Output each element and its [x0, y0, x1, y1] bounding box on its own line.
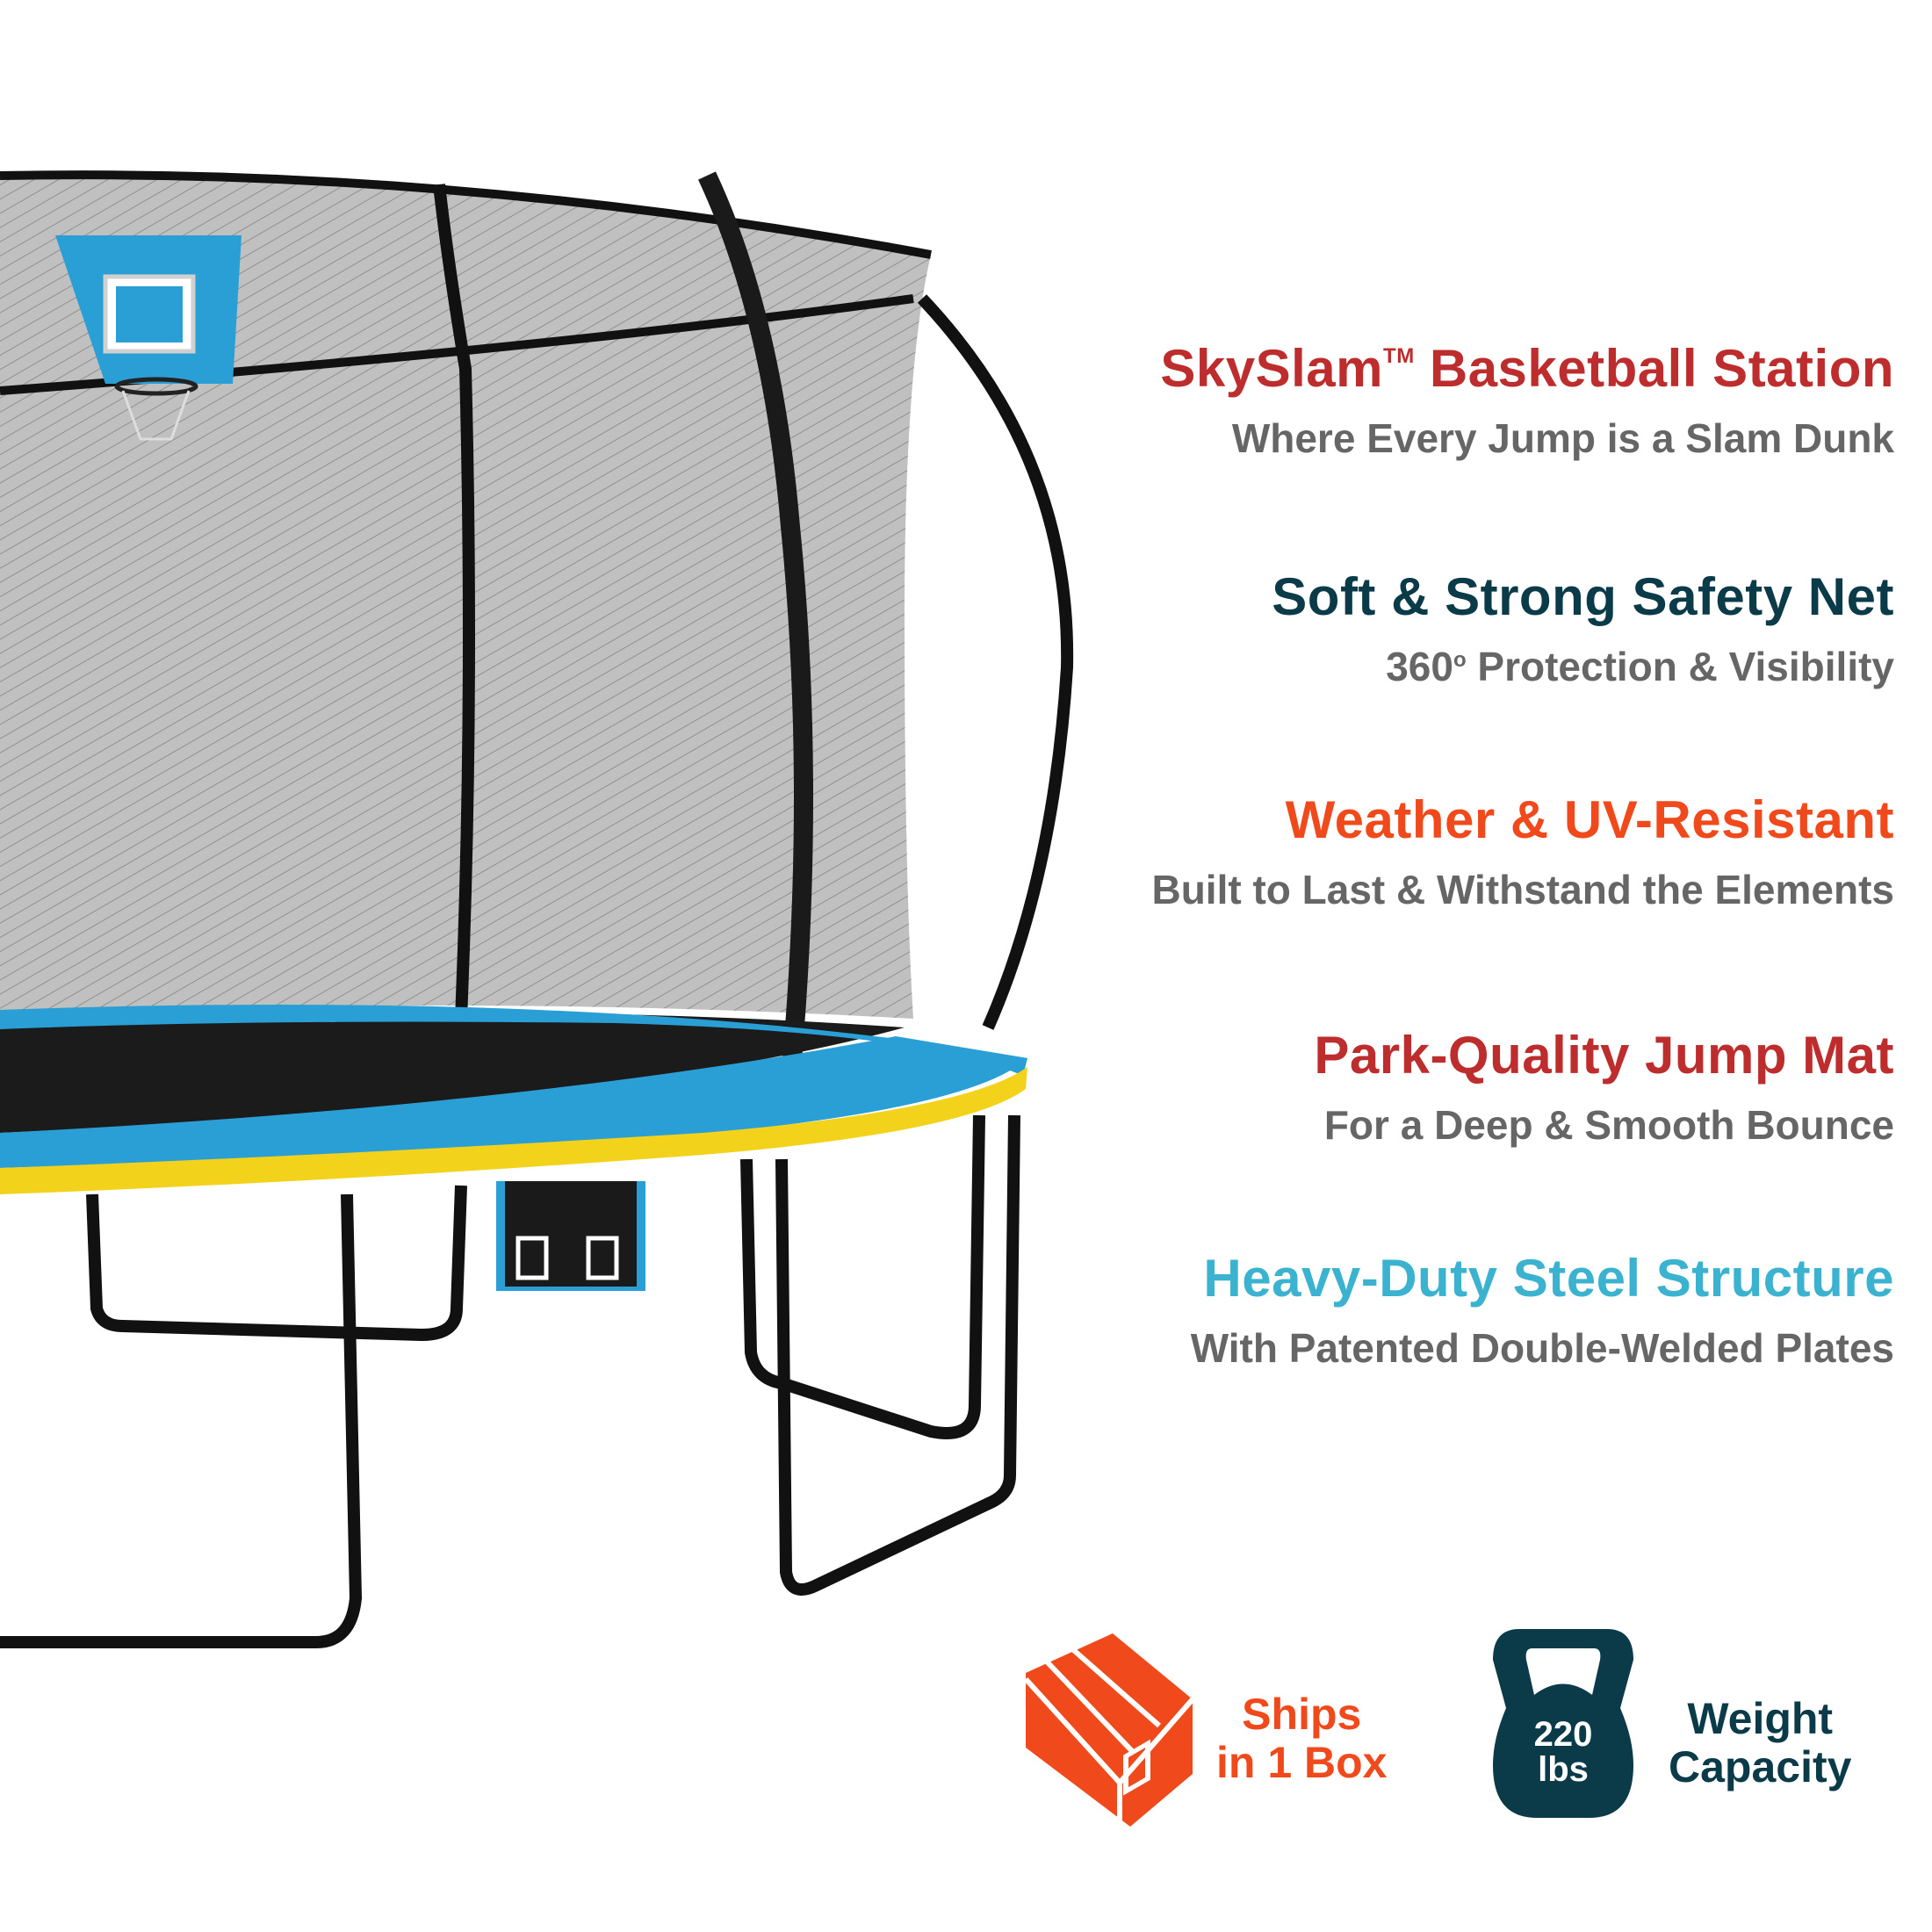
feature-jump-mat: Park-Quality Jump Mat For a Deep & Smoot…	[1314, 1026, 1894, 1148]
ships-line2: in 1 Box	[1216, 1738, 1388, 1787]
ships-badge-text: Ships in 1 Box	[1216, 1690, 1387, 1787]
feature-title: Heavy-Duty Steel Structure	[1203, 1249, 1894, 1308]
feature-weather-resistant: Weather & UV-Resistant Built to Last & W…	[1151, 790, 1894, 912]
feature-title: Weather & UV-Resistant	[1285, 790, 1894, 849]
weight-line2: Capacity	[1669, 1742, 1852, 1791]
feature-title: Park-Quality Jump Mat	[1314, 1026, 1894, 1085]
jump-mat	[0, 1012, 905, 1133]
feature-subtitle: Where Every Jump is a Slam Dunk	[1231, 415, 1894, 461]
feature-safety-net: Soft & Strong Safety Net 360o Protection…	[1272, 567, 1894, 689]
net-pole	[917, 294, 1074, 1030]
steel-legs	[0, 1114, 1020, 1648]
basketball-station	[55, 235, 242, 441]
feature-subtitle: With Patented Double-Welded Plates	[1190, 1325, 1894, 1371]
kettlebell-icon	[1493, 1629, 1633, 1818]
box-icon	[1023, 1633, 1195, 1831]
feature-title: Soft & Strong Safety Net	[1272, 567, 1894, 626]
feature-subtitle: Built to Last & Withstand the Elements	[1151, 867, 1894, 912]
feature-title: SkySlamTM Basketball Station	[1160, 339, 1894, 398]
phone-pouch	[496, 1181, 645, 1291]
feature-steel-structure: Heavy-Duty Steel Structure With Patented…	[1190, 1249, 1894, 1371]
feature-subtitle: 360o Protection & Visibility	[1386, 644, 1894, 689]
ships-line1: Ships	[1242, 1690, 1362, 1739]
feature-basketball-station: SkySlamTM Basketball Station Where Every…	[1160, 339, 1894, 461]
weight-badge-text: Weight Capacity	[1669, 1695, 1851, 1791]
net-pole	[433, 184, 475, 1020]
feature-subtitle: For a Deep & Smooth Bounce	[1323, 1102, 1894, 1148]
net-pole	[698, 171, 813, 1081]
weight-line1: Weight	[1687, 1694, 1834, 1743]
weight-number: 220	[1533, 1715, 1593, 1754]
weight-value: 220 lbs	[1519, 1717, 1607, 1787]
weight-unit: lbs	[1538, 1750, 1589, 1789]
